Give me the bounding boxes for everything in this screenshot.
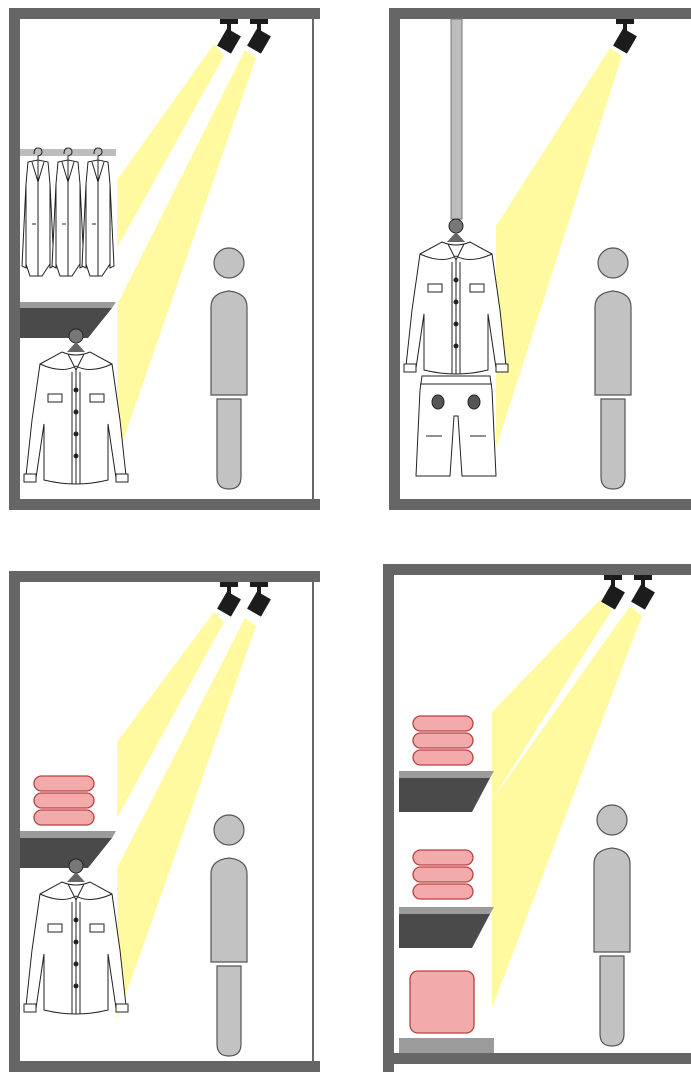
track-spotlight-icon <box>217 582 241 617</box>
floor <box>9 1061 320 1072</box>
hanging-shirt-icon <box>23 328 129 485</box>
person-silhouette-icon <box>210 247 248 490</box>
ceiling <box>383 564 691 575</box>
ceiling <box>9 8 320 19</box>
panel-folds-shelf-and-shirt <box>9 571 320 1072</box>
light-beam <box>117 612 224 818</box>
ceiling <box>9 571 320 582</box>
shelf-icon <box>399 907 494 948</box>
folded-garment-icon <box>412 849 474 900</box>
track-spotlight-icon <box>247 19 271 54</box>
track-spotlight-icon <box>247 582 271 617</box>
light-beam <box>492 600 612 800</box>
track-spotlight-icon <box>631 575 655 610</box>
hanging-jacket-icon <box>81 147 115 277</box>
light-beam <box>492 606 642 1008</box>
shelf-icon <box>399 771 494 812</box>
shelf-icon <box>20 302 116 338</box>
left-wall <box>383 564 394 1072</box>
panel-drop-rod-outfit <box>389 8 691 510</box>
shelf-icon <box>20 831 116 868</box>
hanging-rod <box>20 149 116 156</box>
folded-garment-icon <box>412 715 474 766</box>
light-beam <box>117 44 224 248</box>
ceiling <box>389 8 691 19</box>
left-wall <box>9 8 20 510</box>
left-wall <box>389 8 400 510</box>
hanging-shirt-icon <box>403 218 509 375</box>
hanging-shirt-icon <box>23 858 129 1015</box>
person-silhouette-icon <box>210 814 248 1057</box>
folded-garment-icon <box>33 775 95 826</box>
hanging-jacket-icon <box>21 147 55 277</box>
floor <box>9 499 320 510</box>
floor <box>389 499 691 510</box>
person-silhouette-icon <box>593 804 631 1047</box>
drop-rod <box>450 18 463 220</box>
light-beam <box>496 48 622 448</box>
left-wall <box>9 571 20 1072</box>
panel-folds-two-shelves <box>383 564 691 1072</box>
light-beam <box>117 50 256 458</box>
panel-shelf-rod-and-shirt <box>9 8 320 510</box>
floor <box>383 1053 691 1064</box>
person-silhouette-icon <box>594 247 632 490</box>
track-spotlight-icon <box>613 19 637 54</box>
light-beam <box>117 618 256 1020</box>
folded-garment-icon <box>409 970 475 1034</box>
base-shelf <box>399 1038 494 1053</box>
pants-icon <box>415 375 497 477</box>
hanging-jacket-icon <box>51 147 85 277</box>
track-spotlight-icon <box>217 19 241 54</box>
